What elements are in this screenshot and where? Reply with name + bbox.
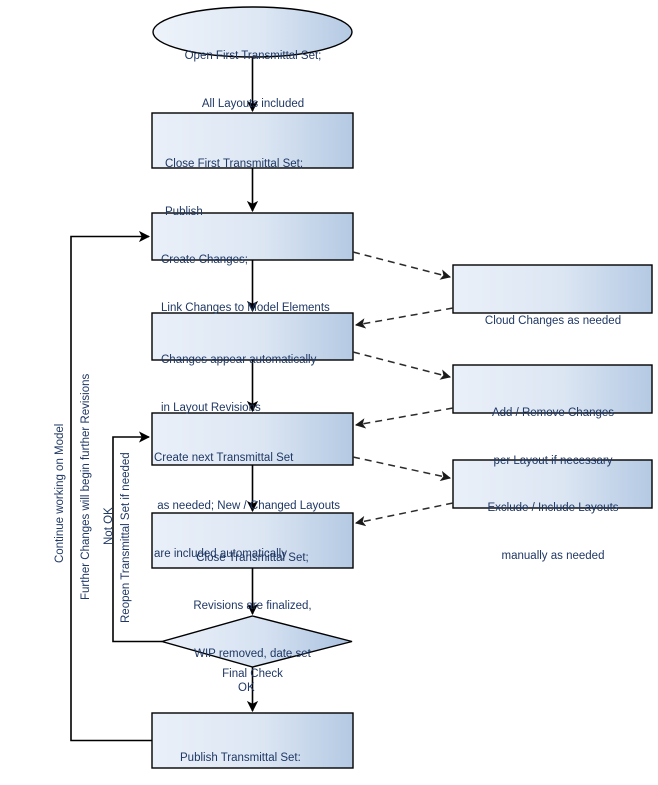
edge-label-continue-model: Continue working on Model	[54, 423, 66, 563]
node-close-set-shape	[151, 512, 354, 569]
node-publish-set-shape	[151, 712, 354, 769]
node-create-changes-shape	[151, 212, 354, 261]
edge-create-changes-to-cloud-changes	[352, 251, 452, 280]
node-add-remove-shape	[452, 364, 653, 414]
edge-exclude-include-to-close-set	[354, 502, 454, 527]
edge-changes-appear-to-add-remove	[352, 351, 452, 380]
node-exclude-include-shape	[452, 459, 653, 509]
edge-add-remove-to-create-next	[354, 407, 454, 429]
edge-label-further-changes: Further Changes will begin further Revis…	[80, 373, 92, 600]
edge-cloud-changes-to-changes-appear	[354, 307, 454, 329]
edge-create-next-to-exclude-include	[352, 456, 452, 482]
node-changes-appear-shape	[151, 312, 354, 361]
edge-label-reopen-set: Reopen Transmittal Set if needed	[120, 452, 132, 623]
node-cloud-changes-shape	[452, 264, 653, 314]
edge-inner-loop-not-ok	[112, 431, 162, 643]
edge-outer-loop-continue-model	[70, 230, 152, 742]
edge-label-not-ok: Not OK	[103, 507, 115, 545]
node-final-check-shape	[159, 615, 353, 668]
node-create-next-shape	[151, 412, 354, 466]
edge-label-ok: OK	[238, 682, 255, 694]
node-start-shape	[152, 6, 353, 58]
node-close-first-shape	[151, 112, 354, 169]
